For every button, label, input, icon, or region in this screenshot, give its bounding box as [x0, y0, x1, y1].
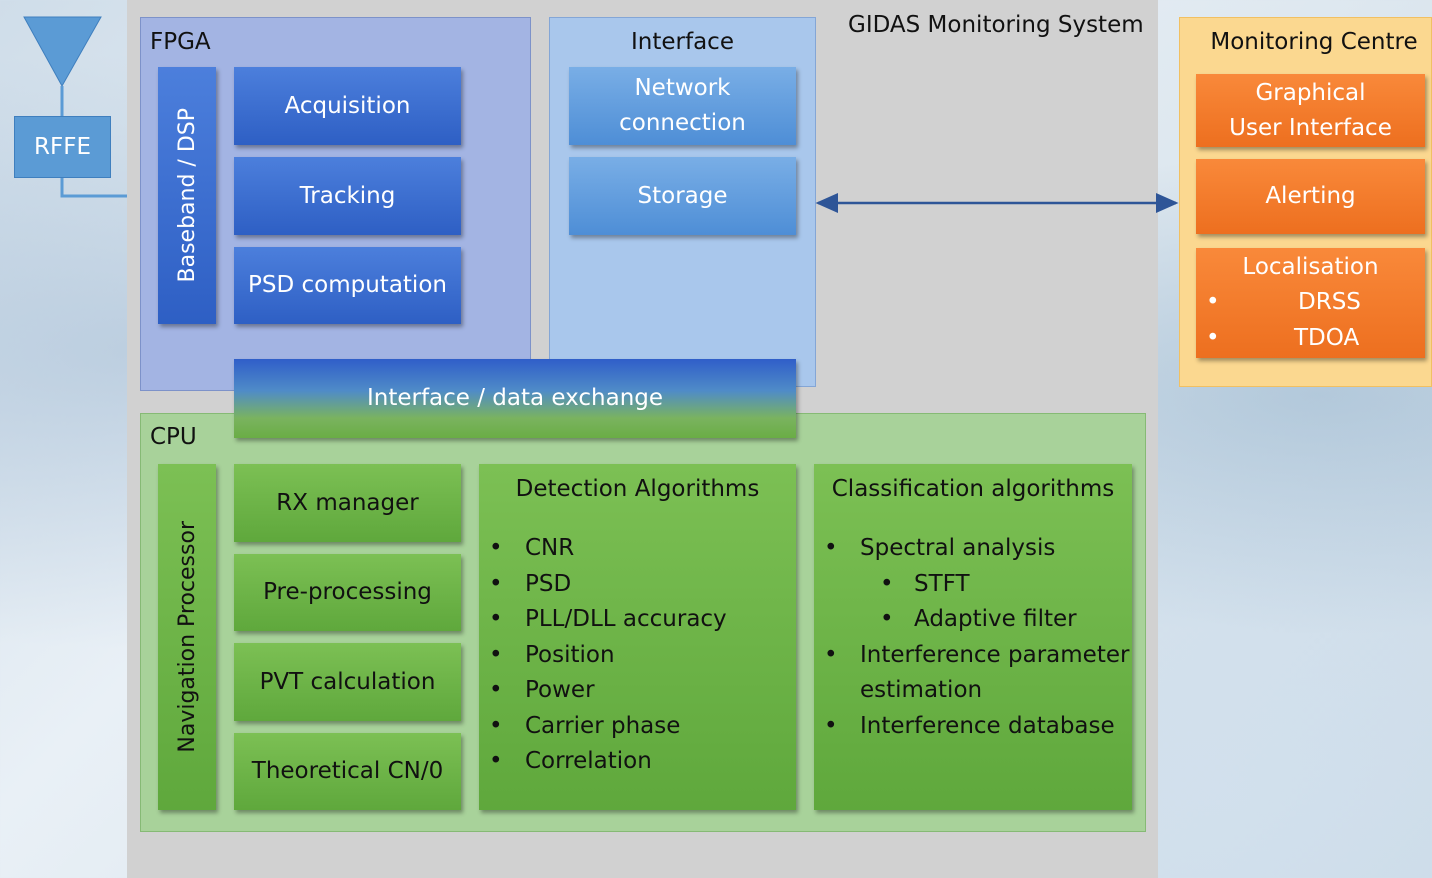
- fpga-label: FPGA: [150, 29, 211, 55]
- list-item: Interference database: [814, 709, 1132, 745]
- storage-block: Storage: [569, 157, 796, 235]
- list-item: STFT: [814, 567, 1132, 603]
- list-item: TDOA: [1196, 321, 1425, 357]
- data-link-arrow: [815, 193, 1179, 213]
- interface-data-exchange-block: Interface / data exchange: [234, 359, 796, 438]
- acquisition-block: Acquisition: [234, 67, 461, 145]
- theoretical-cn0-block: Theoretical CN/0: [234, 733, 461, 810]
- list-item: Power: [479, 673, 796, 709]
- monitoring-centre-label: Monitoring Centre: [1210, 29, 1418, 55]
- list-item: CNR: [479, 531, 796, 567]
- list-item: Adaptive filter: [814, 602, 1132, 638]
- list-item: DRSS: [1196, 285, 1425, 321]
- list-item: Carrier phase: [479, 709, 796, 745]
- list-item: Spectral analysis: [814, 531, 1132, 567]
- classification-algorithms-list: Spectral analysis STFT Adaptive filter I…: [814, 531, 1132, 744]
- list-item: Position: [479, 638, 796, 674]
- rffe-block: RFFE: [14, 116, 111, 178]
- localisation-title: Localisation: [1242, 254, 1379, 280]
- alerting-block: Alerting: [1196, 159, 1425, 234]
- navigation-processor-block: Navigation Processor: [158, 464, 216, 810]
- list-item: Interference parameter: [814, 638, 1132, 674]
- list-item: Correlation: [479, 744, 796, 780]
- rx-manager-block: RX manager: [234, 464, 461, 542]
- baseband-dsp-label: Baseband / DSP: [174, 108, 200, 283]
- baseband-dsp-block: Baseband / DSP: [158, 67, 216, 324]
- detection-algorithms-list: CNR PSD PLL/DLL accuracy Position Power …: [479, 531, 796, 780]
- navigation-processor-label: Navigation Processor: [174, 521, 200, 753]
- localisation-list: DRSS TDOA: [1196, 285, 1425, 356]
- cpu-label: CPU: [150, 424, 197, 450]
- pvt-calculation-block: PVT calculation: [234, 643, 461, 721]
- psd-computation-block: PSD computation: [234, 247, 461, 324]
- list-item: estimation: [860, 677, 983, 703]
- tracking-block: Tracking: [234, 157, 461, 235]
- rffe-to-baseband-line: [60, 178, 158, 198]
- gui-block: Graphical User Interface: [1196, 74, 1425, 147]
- antenna-icon: [23, 16, 102, 88]
- classification-algorithms-block: Classification algorithms Spectral analy…: [814, 464, 1132, 810]
- detection-algorithms-title: Detection Algorithms: [515, 476, 760, 502]
- system-title: GIDAS Monitoring System: [848, 12, 1144, 38]
- classification-algorithms-title: Classification algorithms: [831, 476, 1115, 502]
- list-item: PLL/DLL accuracy: [479, 602, 796, 638]
- localisation-block: Localisation DRSS TDOA: [1196, 248, 1425, 358]
- interface-label: Interface: [631, 29, 734, 55]
- detection-algorithms-block: Detection Algorithms CNR PSD PLL/DLL acc…: [479, 464, 796, 810]
- list-item: PSD: [479, 567, 796, 603]
- antenna-connector-graphic: [23, 16, 158, 198]
- network-connection-block: Network connection: [569, 67, 796, 145]
- pre-processing-block: Pre-processing: [234, 554, 461, 631]
